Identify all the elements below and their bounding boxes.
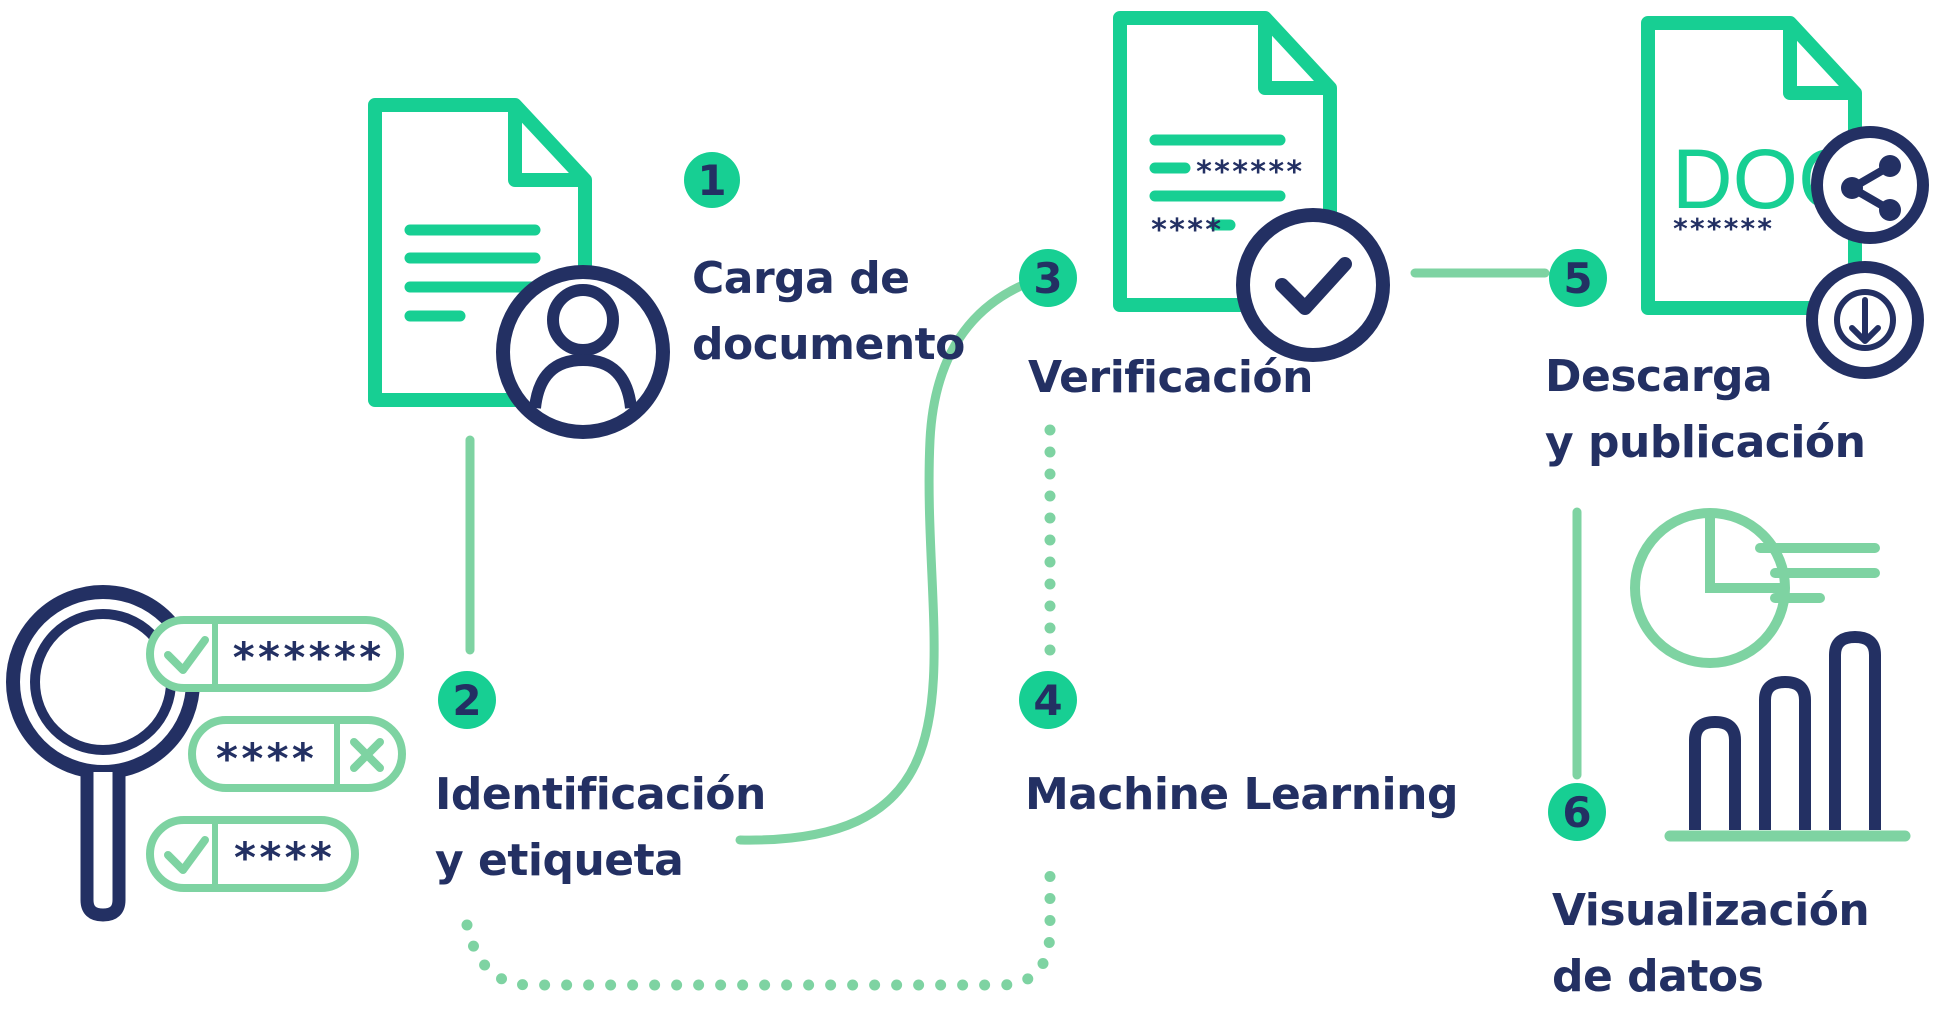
connector-2-4-dotted — [461, 854, 1056, 991]
step-6-label: Visualización de datos — [1552, 878, 1870, 1010]
step-badge-3: 3 — [1019, 249, 1077, 307]
step-2-line1: Identificación — [435, 769, 766, 820]
label-row-2-stars: **** — [214, 734, 315, 783]
svg-text:2: 2 — [452, 676, 481, 725]
step-1-label: Carga de documento — [692, 246, 965, 378]
verify-stars-1: ****** — [1195, 155, 1303, 190]
doc-stars: ****** — [1672, 212, 1773, 245]
data-visualization-icon — [1630, 508, 1911, 842]
share-icon — [1811, 126, 1929, 244]
step-badge-5: 5 — [1549, 249, 1607, 307]
svg-text:4: 4 — [1033, 676, 1062, 725]
verified-document-icon: ****** **** — [1113, 11, 1390, 362]
step-3-line1: Verificación — [1028, 352, 1313, 403]
step-6-line1: Visualización — [1552, 885, 1870, 936]
step-5-label: Descarga y publicación — [1545, 344, 1866, 476]
label-row-2 — [188, 716, 406, 792]
label-row-3 — [146, 816, 359, 892]
document-user-icon — [368, 98, 670, 439]
step-6-line2: de datos — [1552, 951, 1764, 1002]
doc-share-download-icon: DOC ****** — [1641, 16, 1929, 379]
label-row-3-stars: **** — [232, 833, 333, 882]
svg-text:6: 6 — [1562, 788, 1591, 837]
step-1-line2: documento — [692, 319, 965, 370]
step-4-line1: Machine Learning — [1025, 769, 1458, 820]
step-2-line2: y etiqueta — [435, 835, 684, 886]
svg-text:1: 1 — [697, 156, 726, 205]
step-badge-2: 2 — [438, 671, 496, 729]
download-icon — [1806, 261, 1924, 379]
step-2-label: Identificación y etiqueta — [435, 762, 766, 894]
svg-text:3: 3 — [1033, 254, 1062, 303]
step-3-label: Verificación — [1028, 345, 1313, 411]
step-1-line1: Carga de — [692, 253, 910, 304]
step-badge-6: 6 — [1548, 783, 1606, 841]
connectors — [461, 268, 1582, 991]
verify-stars-2: **** — [1150, 213, 1222, 248]
step-4-label: Machine Learning — [1025, 762, 1458, 828]
svg-text:5: 5 — [1563, 254, 1592, 303]
step-5-line2: y publicación — [1545, 417, 1866, 468]
magnifier-labels-icon: ****** **** **** — [6, 585, 406, 922]
step-badge-1: 1 — [684, 152, 740, 208]
step-5-line1: Descarga — [1545, 351, 1773, 402]
step-badge-4: 4 — [1019, 671, 1077, 729]
label-row-1-stars: ****** — [231, 633, 383, 682]
connector-2-3 — [735, 277, 1035, 845]
